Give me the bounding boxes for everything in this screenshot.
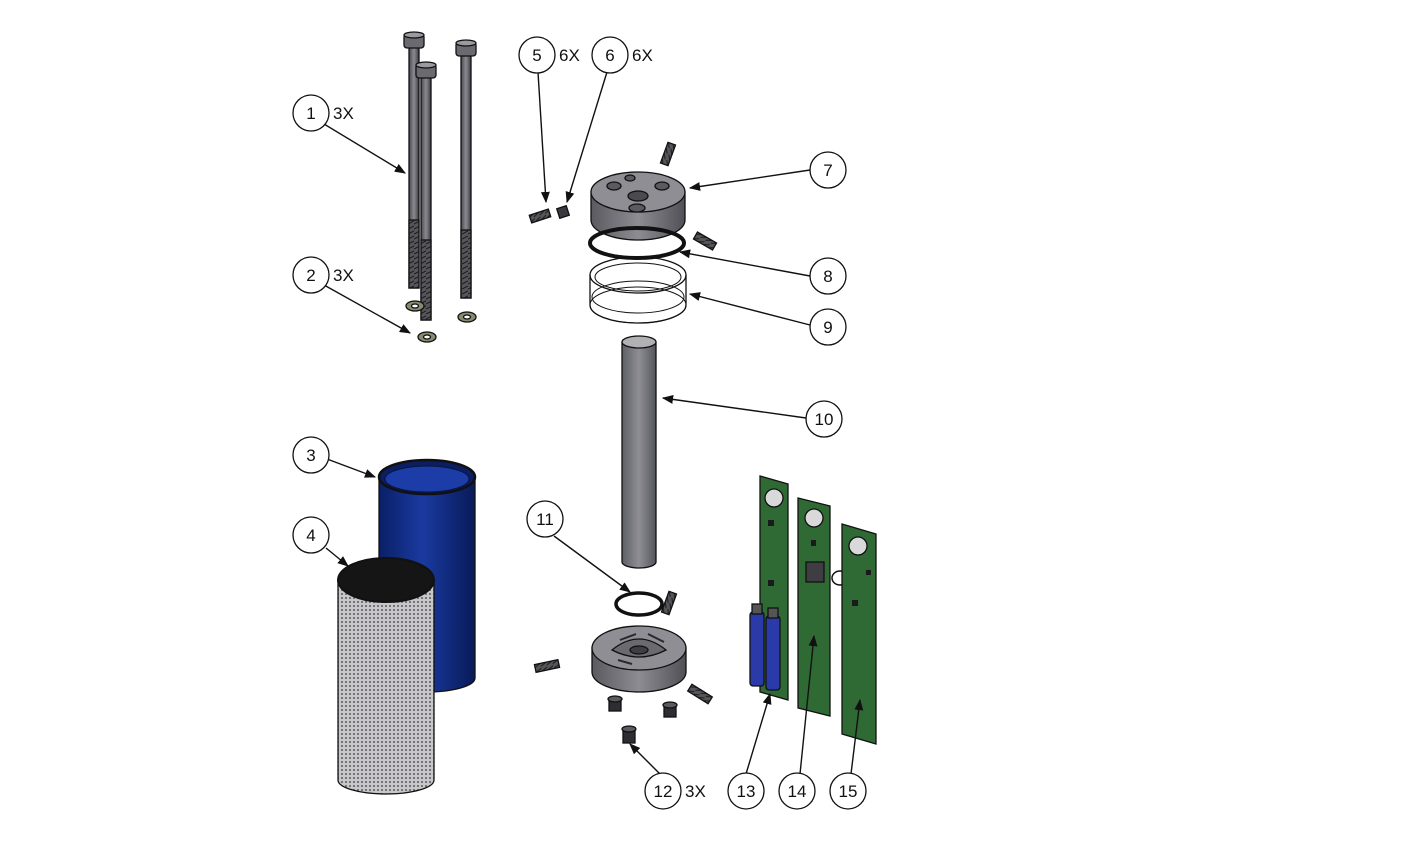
balloon-6: 6 6X	[591, 36, 653, 74]
balloon-number: 4	[306, 526, 315, 545]
balloon-2: 2 3X	[292, 256, 354, 294]
balloon-quantity: 3X	[685, 782, 706, 801]
washer	[457, 311, 477, 323]
set-screw	[686, 683, 714, 705]
balloon-number: 10	[815, 410, 834, 429]
balloon-number: 1	[306, 104, 315, 123]
long-bolt	[403, 31, 425, 289]
balloon-13: 13	[727, 772, 765, 810]
balloon-number: 8	[823, 267, 832, 286]
standoff	[621, 725, 637, 744]
part-14-sensor-board	[797, 497, 849, 717]
set-screw	[692, 231, 718, 251]
set-screw	[533, 658, 561, 674]
set-screw	[555, 204, 571, 220]
part-11-lower-o-ring	[614, 591, 664, 617]
balloons: 1 3X 2 3X 3 4 5 6X 6 6X 7	[292, 36, 867, 810]
balloon-1: 1 3X	[292, 94, 354, 132]
part-5-6-set-screws	[528, 141, 718, 705]
standoff	[607, 695, 623, 712]
set-screw	[660, 590, 678, 616]
balloon-9: 9	[809, 308, 847, 346]
balloon-15: 15	[829, 772, 867, 810]
balloon-3: 3	[292, 436, 330, 474]
balloon-14: 14	[778, 772, 816, 810]
standoff	[662, 701, 678, 718]
balloon-number: 13	[737, 782, 756, 801]
part-4-mesh-cylinder	[337, 557, 435, 795]
balloon-quantity: 6X	[559, 46, 580, 65]
leader-lines	[323, 71, 864, 776]
long-bolt	[415, 61, 437, 321]
balloon-4: 4	[292, 516, 330, 554]
part-13-battery-board	[749, 475, 789, 701]
balloon-number: 7	[823, 161, 832, 180]
balloon-quantity: 3X	[333, 266, 354, 285]
balloon-5: 5 6X	[518, 36, 580, 74]
balloon-8: 8	[809, 257, 847, 295]
part-2-washers	[405, 300, 477, 343]
washer	[417, 331, 437, 343]
balloon-number: 11	[536, 510, 554, 529]
balloon-10: 10	[805, 400, 843, 438]
balloon-7: 7	[809, 151, 847, 189]
part-10-inner-tube	[621, 335, 657, 569]
balloon-number: 9	[823, 318, 832, 337]
balloon-quantity: 3X	[333, 104, 354, 123]
balloon-number: 2	[306, 266, 315, 285]
balloon-number: 5	[532, 46, 541, 65]
balloon-number: 6	[605, 46, 614, 65]
balloon-11: 11	[526, 500, 564, 538]
balloon-quantity: 6X	[632, 46, 653, 65]
washer	[405, 300, 425, 312]
balloon-number: 15	[839, 782, 858, 801]
balloon-number: 12	[654, 782, 673, 801]
balloon-number: 14	[788, 782, 807, 801]
part-9-window-ring	[589, 256, 687, 324]
part-15-control-board	[841, 523, 877, 745]
part-1-long-bolts	[403, 31, 477, 321]
bottom-end-cap	[591, 625, 687, 693]
balloon-12: 12 3X	[644, 772, 706, 810]
long-bolt	[455, 39, 477, 299]
balloon-number: 3	[306, 446, 315, 465]
part-8-o-ring	[588, 226, 686, 260]
part-12-standoffs	[607, 695, 678, 744]
set-screw	[659, 141, 677, 167]
set-screw	[528, 208, 552, 224]
